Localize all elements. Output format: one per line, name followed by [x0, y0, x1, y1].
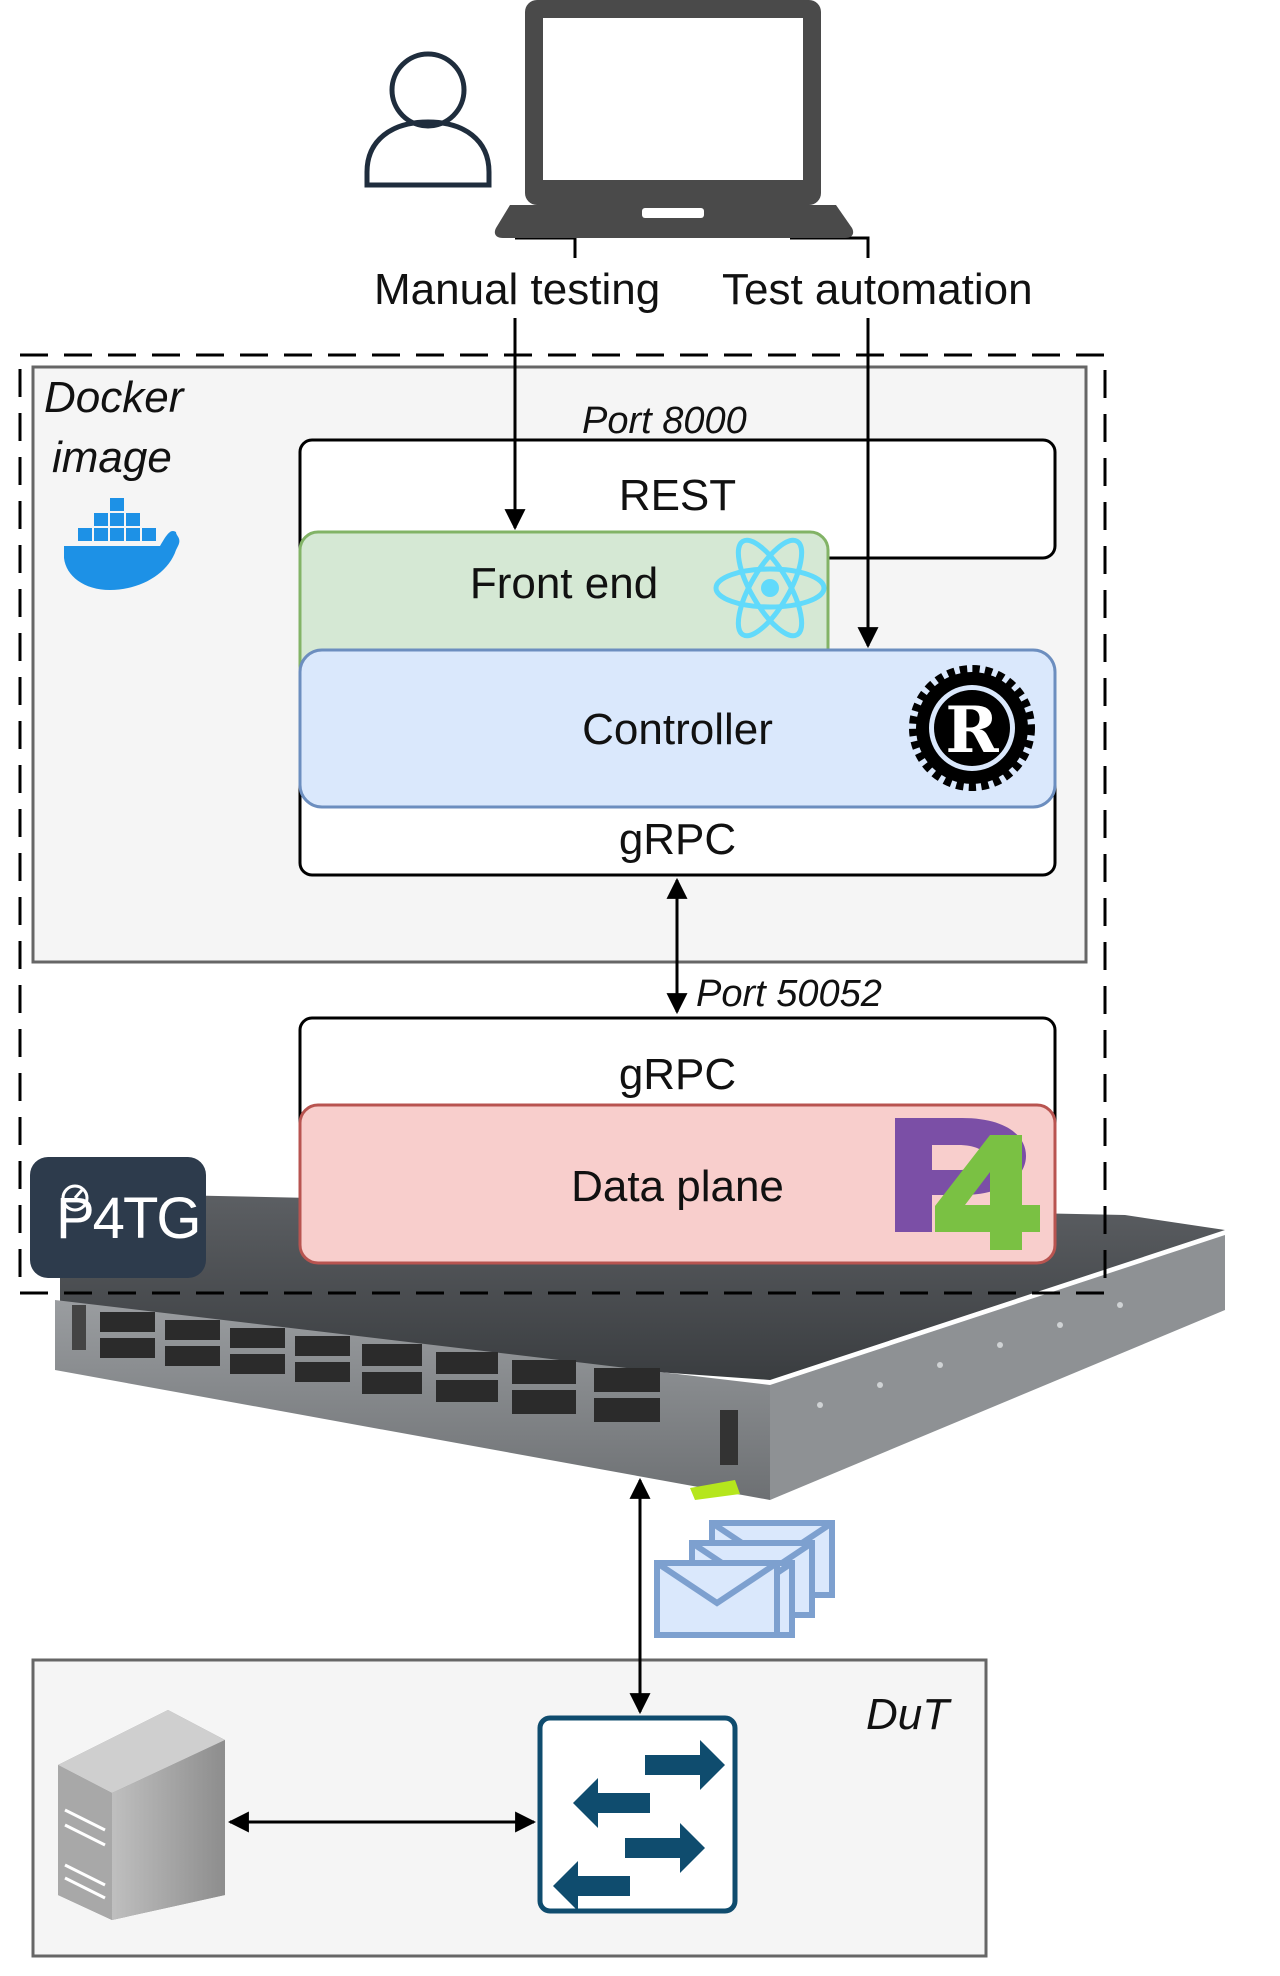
- grpc-controller-label: gRPC: [618, 815, 737, 864]
- react-icon: [713, 537, 827, 639]
- rust-icon: R: [909, 665, 1035, 791]
- front-end-text: Front end: [469, 559, 659, 608]
- svg-text:R: R: [945, 693, 999, 768]
- docker-label-line2: image: [52, 433, 172, 482]
- p4tg-logo-text: P4TG: [56, 1186, 201, 1251]
- controller-box: [298, 648, 1057, 809]
- server-icon: [58, 1710, 225, 1920]
- port-50052-label: Port 50052: [696, 973, 882, 1015]
- front-end-label: Front end: [300, 562, 828, 606]
- data-plane-box: [298, 1103, 1057, 1265]
- data-plane-label: Data plane: [571, 1162, 784, 1211]
- network-switch-icon: [537, 1715, 738, 1914]
- dut-label: DuT: [866, 1690, 950, 1739]
- p4tg-logo-icon: [30, 1157, 206, 1278]
- controller-label: Controller: [582, 705, 773, 754]
- docker-icon: [64, 498, 180, 590]
- test-automation-label: Test automation: [722, 265, 1033, 314]
- rest-label: REST: [618, 471, 737, 520]
- port-8000-label: Port 8000: [582, 400, 747, 442]
- p4tg-boundary: [18, 353, 1107, 1295]
- laptop-icon: [494, 0, 854, 238]
- manual-testing-label: Manual testing: [374, 265, 661, 314]
- p4-logo-icon: [895, 1118, 1040, 1250]
- envelope-stack-icon: [654, 1520, 835, 1638]
- grpc-dataplane-label: gRPC: [618, 1050, 737, 1099]
- docker-label-line1: Docker: [44, 373, 184, 422]
- user-icon: [364, 51, 492, 188]
- switch-port-grid: [100, 1312, 660, 1422]
